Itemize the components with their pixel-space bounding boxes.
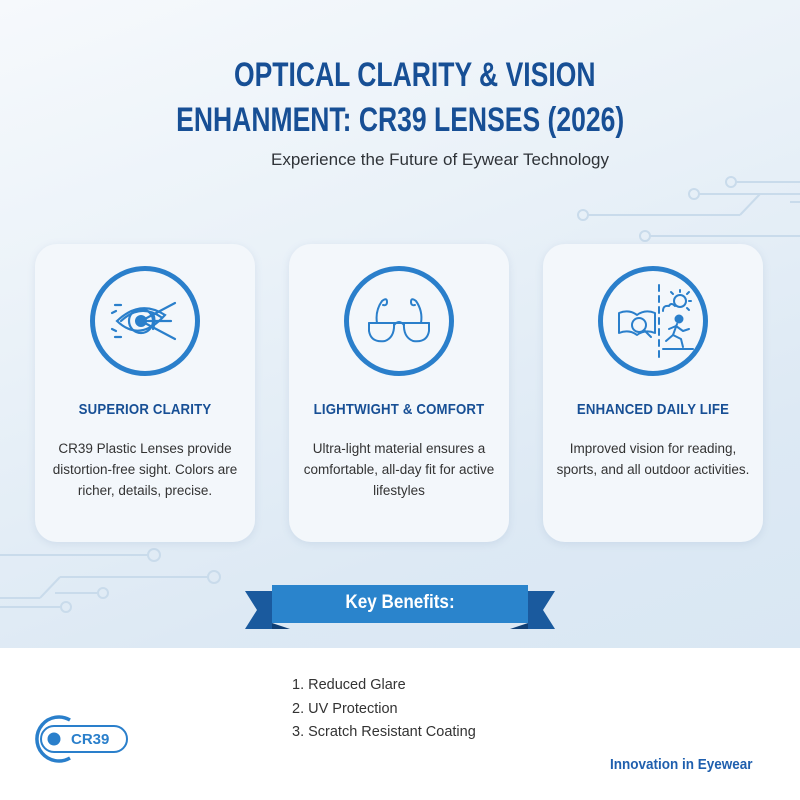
card-title: ENHANCED DAILY LIFE <box>576 401 730 418</box>
feature-card-lightweight-comfort: LIGHTWIGHT & COMFORT Ultra-light materia… <box>289 244 509 542</box>
benefit-item: 3. Scratch Resistant Coating <box>292 724 476 740</box>
cr39-logo: CR39 <box>28 714 128 766</box>
icon-ring <box>90 266 200 376</box>
title-text: ENHANMENT: CR39 LENSES (2026) <box>175 101 624 139</box>
icon-ring <box>344 266 454 376</box>
cr39-logo-icon <box>35 715 128 763</box>
card-description: Ultra-light material ensures a comfortab… <box>303 441 495 498</box>
card-title: SUPERIOR CLARITY <box>78 401 212 418</box>
page-title-line-2: ENHANMENT: CR39 LENSES (2026) <box>0 98 800 142</box>
icon-ring <box>598 266 708 376</box>
eye-lens-icon <box>110 301 177 341</box>
tagline: Innovation in Eyewear <box>610 756 753 773</box>
benefit-item: 2. UV Protection <box>292 700 398 717</box>
eyeglasses-icon <box>368 298 430 343</box>
key-benefits-ribbon: Key Benefits: <box>245 583 555 633</box>
benefit-item: 1. Reduced Glare <box>292 677 406 693</box>
card-title: LIGHTWIGHT & COMFORT <box>313 401 485 418</box>
card-description: Improved vision for reading, sports, and… <box>556 441 750 477</box>
title-text: OPTICAL CLARITY & VISION <box>234 56 596 94</box>
benefits-list: 1. Reduced Glare 2. UV Protection 3. Scr… <box>292 674 476 745</box>
feature-card-superior-clarity: SUPERIOR CLARITY CR39 Plastic Lenses pro… <box>35 244 255 542</box>
subtitle: Experience the Future of Eywear Technolo… <box>271 150 609 169</box>
card-description: CR39 Plastic Lenses provide distortion-f… <box>52 441 238 498</box>
reading-and-running-icon <box>618 284 694 358</box>
page-title-line-1: OPTICAL CLARITY & VISION <box>0 53 800 97</box>
circuit-decoration-icon <box>577 176 800 242</box>
hero-background: OPTICAL CLARITY & VISION ENHANMENT: CR39… <box>0 0 800 648</box>
feature-card-enhanced-daily-life: ENHANCED DAILY LIFE Improved vision for … <box>543 244 763 542</box>
circuit-decoration-icon <box>0 548 221 613</box>
logo-text: CR39 <box>71 731 110 748</box>
key-benefits-heading: Key Benefits: <box>345 592 455 613</box>
ribbon-banner-icon <box>245 585 555 629</box>
